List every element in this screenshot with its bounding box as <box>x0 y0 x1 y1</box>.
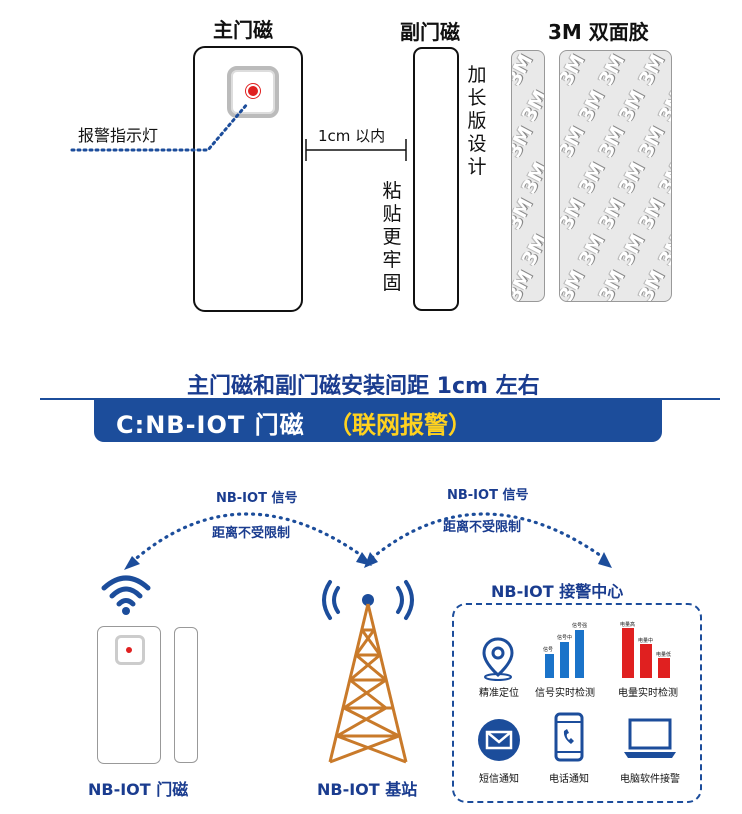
indicator-label: 报警指示灯 <box>78 126 159 145</box>
feature-sms-label: 短信通知 <box>479 774 519 785</box>
right-signal-label: NB-IOT 信号 <box>447 488 529 503</box>
tape-print-text: 3M <box>654 230 672 270</box>
nb-door-sensor-sub <box>174 627 198 763</box>
sub-sensor-label: 副门磁 <box>400 20 460 44</box>
main-sensor-label: 主门磁 <box>213 18 273 42</box>
signal-chart-label-mid: 信号中 <box>557 634 572 641</box>
battery-bar-chart-icon: 电量高 电量中 电量低 <box>620 621 671 678</box>
indicator-leader-line <box>70 101 250 152</box>
banner-topline <box>40 398 720 400</box>
alarm-indicator-light <box>227 66 279 118</box>
tape-print-text: 3M <box>574 86 610 126</box>
tape-print-text: 3M <box>594 194 630 234</box>
tape-print-text: 3M <box>574 158 610 198</box>
battery-chart-label-mid: 电量中 <box>638 637 653 644</box>
signal-chart-label-low: 信号 <box>543 646 553 653</box>
tape-print-text: 3M <box>634 122 670 162</box>
banner-title: C:NB-IOT 门磁 <box>116 411 305 439</box>
feature-signal-label: 信号实时检测 <box>535 688 595 699</box>
tape-print-text: 3M <box>559 194 590 234</box>
feature-call-label: 电话通知 <box>549 774 589 785</box>
message-icon <box>478 719 520 761</box>
feature-location-label: 精准定位 <box>479 688 519 699</box>
left-distance-label: 距离不受限制 <box>212 526 291 541</box>
tape-print-text: 3M <box>594 122 630 162</box>
distance-label: 1cm 以内 <box>318 127 386 145</box>
tape-print-text: 3M <box>634 194 670 234</box>
banner-highlight: （联网报警） <box>328 411 472 439</box>
base-station-label: NB-IOT 基站 <box>317 780 418 799</box>
laptop-icon <box>624 718 676 758</box>
signal-chart-label-high: 信号强 <box>572 622 587 629</box>
tape-print-text: 3M <box>634 50 670 90</box>
install-distance-caption: 主门磁和副门磁安装间距 1cm 左右 <box>187 374 540 399</box>
tape-print-text: 3M <box>594 50 630 90</box>
tape-print-text: 3M <box>517 230 545 270</box>
wifi-icon <box>101 575 151 615</box>
signal-arcs <box>124 512 612 570</box>
section-banner: C:NB-IOT 门磁 （联网报警） <box>94 400 662 442</box>
right-distance-label: 距离不受限制 <box>443 520 522 535</box>
phone-icon <box>554 712 584 762</box>
feature-software-label: 电脑软件接警 <box>620 774 680 785</box>
sub-door-sensor <box>413 47 459 311</box>
alarm-center-panel <box>452 603 702 803</box>
tape-print-text: 3M <box>511 266 538 302</box>
tape-print-text: 3M <box>574 230 610 270</box>
tape-print-text: 3M <box>559 122 590 162</box>
battery-chart-label-high: 电量高 <box>620 621 635 628</box>
tape-print-text: 3M <box>634 266 670 302</box>
battery-chart-label-low: 电量低 <box>656 651 671 658</box>
tape-print-text: 3M <box>511 50 538 90</box>
signal-bar-chart-icon: 信号 信号中 信号强 <box>543 622 587 678</box>
tape-print-text: 3M <box>517 158 545 198</box>
tape-label: 3M 双面胶 <box>548 20 649 44</box>
tape-print-text: 3M <box>614 158 650 198</box>
distance-marker <box>305 139 407 161</box>
left-signal-label: NB-IOT 信号 <box>216 491 298 506</box>
main-door-sensor <box>193 46 303 312</box>
tape-print-text: 3M <box>614 86 650 126</box>
tape-print-text: 3M <box>654 158 672 198</box>
tape-print-text: 3M <box>654 86 672 126</box>
nb-door-sensor-main <box>97 626 161 764</box>
tape-print-text: 3M <box>511 122 538 162</box>
tape-print-text: 3M <box>559 50 590 90</box>
feature-battery-label: 电量实时检测 <box>618 688 678 699</box>
tape-print-text: 3M <box>614 230 650 270</box>
tape-print-text: 3M <box>594 266 630 302</box>
door-sensor-label: NB-IOT 门磁 <box>88 780 189 799</box>
tape-print-text: 3M <box>559 266 590 302</box>
tape-print-text: 3M <box>517 86 545 126</box>
base-station-tower-icon <box>322 580 414 764</box>
alarm-center-title: NB-IOT 接警中心 <box>491 582 624 601</box>
tape-print-text: 3M <box>511 194 538 234</box>
location-pin-icon <box>482 637 514 681</box>
